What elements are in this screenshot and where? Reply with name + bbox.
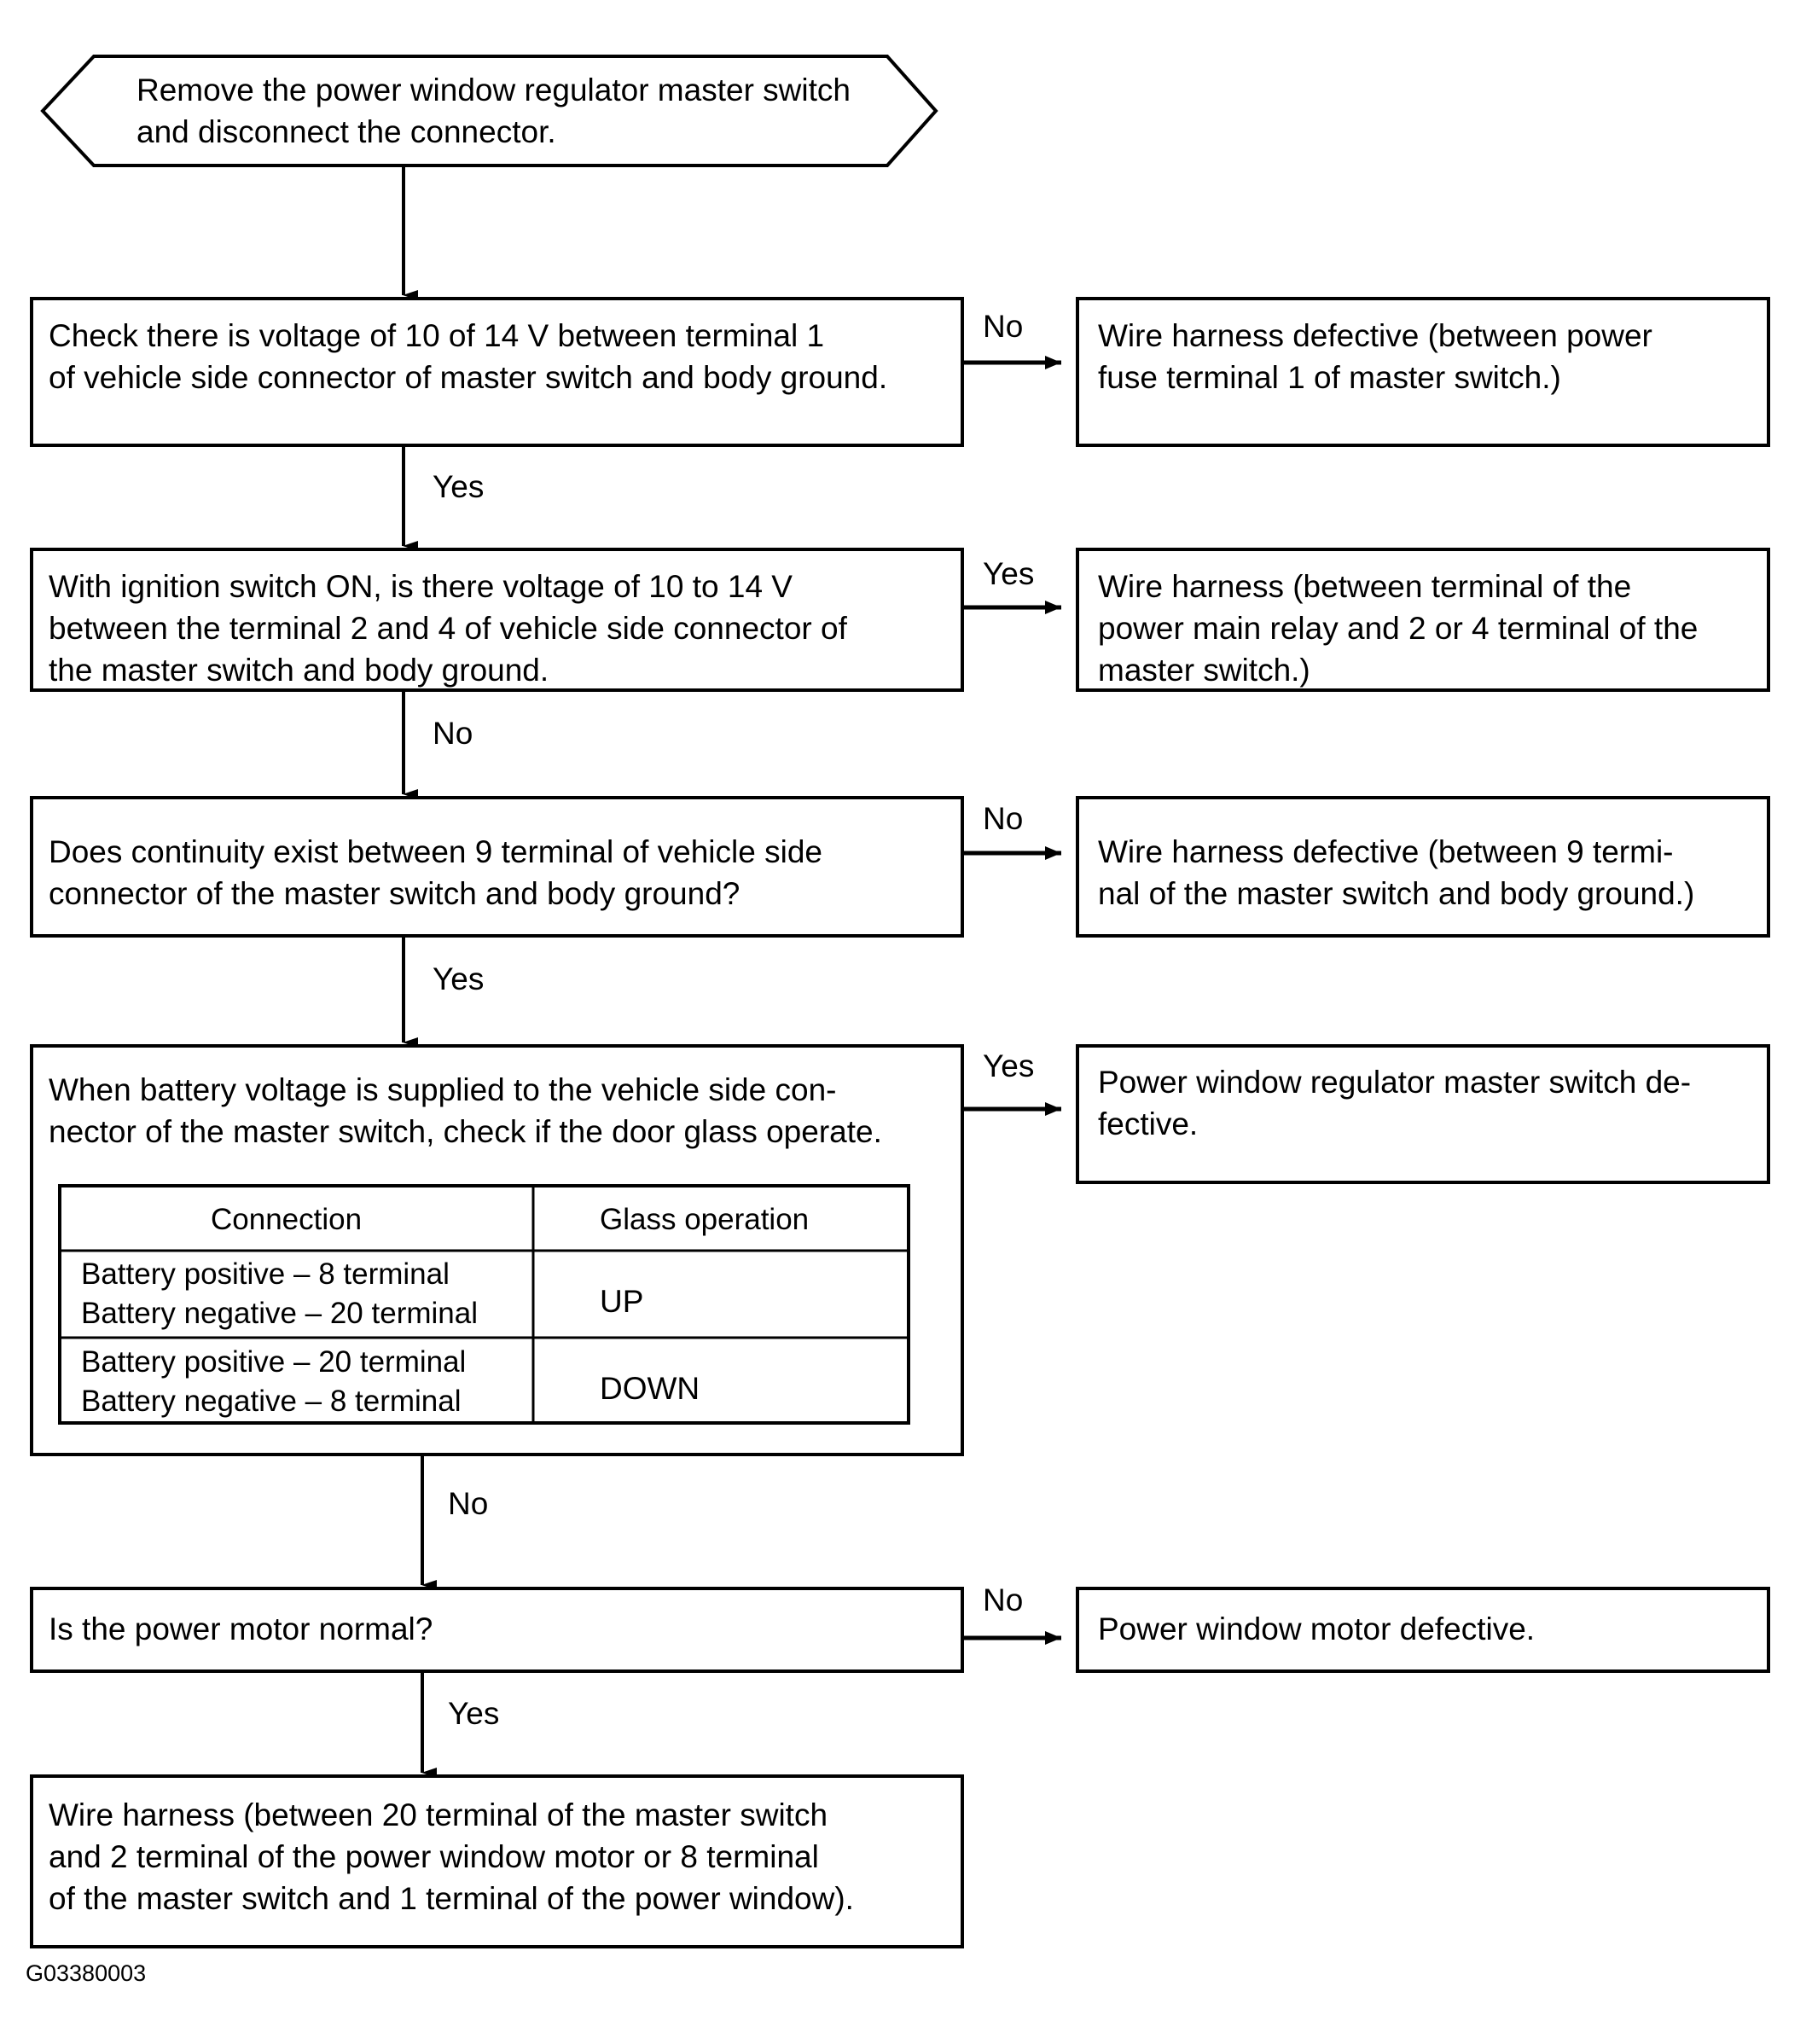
start-text-line-2: and disconnect the connector.	[136, 114, 556, 149]
table-row-2-connection-line-2: Battery negative – 8 terminal	[81, 1385, 462, 1418]
table-row: Battery positive – 20 terminal Battery n…	[81, 1345, 700, 1418]
step1-text-line-2: of vehicle side connector of master swit…	[49, 360, 887, 395]
step1-result-line-2: fuse terminal 1 of master switch.)	[1098, 360, 1561, 395]
step2-result-line-1: Wire harness (between terminal of the	[1098, 569, 1631, 604]
glass-operation-table: Connection Glass operation Battery posit…	[58, 1184, 910, 1425]
step1-result-node: Wire harness defective (between power fu…	[1076, 297, 1770, 447]
start-text-line-1: Remove the power window regulator master…	[136, 73, 851, 107]
step3-result-line-1: Wire harness defective (between 9 termi-	[1098, 834, 1674, 869]
step4-branch-label-yes: Yes	[983, 1048, 1034, 1083]
step4-result-box	[1076, 1044, 1770, 1184]
step4-result-line-1: Power window regulator master switch de-	[1098, 1065, 1691, 1100]
step5-branch-label-no: No	[983, 1582, 1023, 1617]
step3-text-line-2: connector of the master switch and body …	[49, 876, 740, 911]
table-row-1-connection-line-2: Battery negative – 20 terminal	[81, 1297, 478, 1330]
step3-result-line-2: nal of the master switch and body ground…	[1098, 876, 1694, 911]
step1-result-line-1: Wire harness defective (between power	[1098, 318, 1652, 353]
step2-box	[30, 548, 964, 692]
table-header-connection: Connection	[211, 1203, 362, 1236]
final-text-line-2: and 2 terminal of the power window motor…	[49, 1839, 819, 1874]
step3-result-node: Wire harness defective (between 9 termi-…	[1076, 796, 1770, 938]
step4-text-line-1: When battery voltage is supplied to the …	[49, 1072, 836, 1107]
step1-branch-label-no: No	[983, 309, 1023, 344]
step5-text-line-1: Is the power motor normal?	[49, 1611, 433, 1646]
step1-box	[30, 297, 964, 447]
final-text-line-1: Wire harness (between 20 terminal of the…	[49, 1797, 828, 1832]
final-box	[30, 1774, 964, 1948]
step4-result-node: Power window regulator master switch de-…	[1076, 1044, 1770, 1184]
table-row-2-connection-line-1: Battery positive – 20 terminal	[81, 1345, 466, 1379]
step2-text-line-1: With ignition switch ON, is there voltag…	[49, 569, 793, 604]
step4-node: When battery voltage is supplied to the …	[30, 1044, 964, 1456]
start-hexagon-shape	[40, 55, 938, 167]
step5-result-box	[1076, 1587, 1770, 1673]
step2-branch-label-no: No	[433, 716, 473, 751]
step5-node: Is the power motor normal?	[30, 1587, 964, 1673]
step2-result-line-2: power main relay and 2 or 4 terminal of …	[1098, 611, 1698, 646]
step5-result-line-1: Power window motor defective.	[1098, 1611, 1535, 1646]
start-node: Remove the power window regulator master…	[40, 55, 938, 167]
step4-text-line-2: nector of the master switch, check if th…	[49, 1114, 882, 1149]
step2-result-box	[1076, 548, 1770, 692]
step2-result-line-3: master switch.)	[1098, 653, 1310, 688]
step1-result-box	[1076, 297, 1770, 447]
table-row-2-operation: DOWN	[600, 1371, 700, 1406]
step2-text-line-3: the master switch and body ground.	[49, 653, 549, 688]
step4-branch-label-no: No	[448, 1486, 488, 1521]
figure-id-label: G03380003	[26, 1960, 146, 1986]
final-node: Wire harness (between 20 terminal of the…	[30, 1774, 964, 1948]
step3-branch-label-no: No	[983, 801, 1023, 836]
table-row-1-operation: UP	[600, 1284, 643, 1319]
step3-text-line-1: Does continuity exist between 9 terminal…	[49, 834, 822, 869]
step3-box	[30, 796, 964, 938]
step3-branch-label-yes: Yes	[433, 961, 484, 996]
step2-node: With ignition switch ON, is there voltag…	[30, 548, 964, 692]
step2-text-line-2: between the terminal 2 and 4 of vehicle …	[49, 611, 848, 646]
step5-box	[30, 1587, 964, 1673]
step5-result-node: Power window motor defective.	[1076, 1587, 1770, 1673]
table-header-glass-operation: Glass operation	[600, 1203, 809, 1236]
glass-operation-table-border	[58, 1184, 910, 1425]
step1-node: Check there is voltage of 10 of 14 V bet…	[30, 297, 964, 447]
step2-result-node: Wire harness (between terminal of the po…	[1076, 548, 1770, 692]
step1-text-line-1: Check there is voltage of 10 of 14 V bet…	[49, 318, 824, 353]
step1-branch-label-yes: Yes	[433, 469, 484, 504]
step2-branch-label-yes: Yes	[983, 556, 1034, 591]
step3-node: Does continuity exist between 9 terminal…	[30, 796, 964, 938]
step4-result-line-2: fective.	[1098, 1106, 1198, 1141]
step3-result-box	[1076, 796, 1770, 938]
table-row-1-connection-line-1: Battery positive – 8 terminal	[81, 1257, 450, 1291]
table-row: Battery positive – 8 terminal Battery ne…	[81, 1257, 643, 1330]
final-text-line-3: of the master switch and 1 terminal of t…	[49, 1881, 854, 1916]
step5-branch-label-yes: Yes	[448, 1696, 499, 1731]
